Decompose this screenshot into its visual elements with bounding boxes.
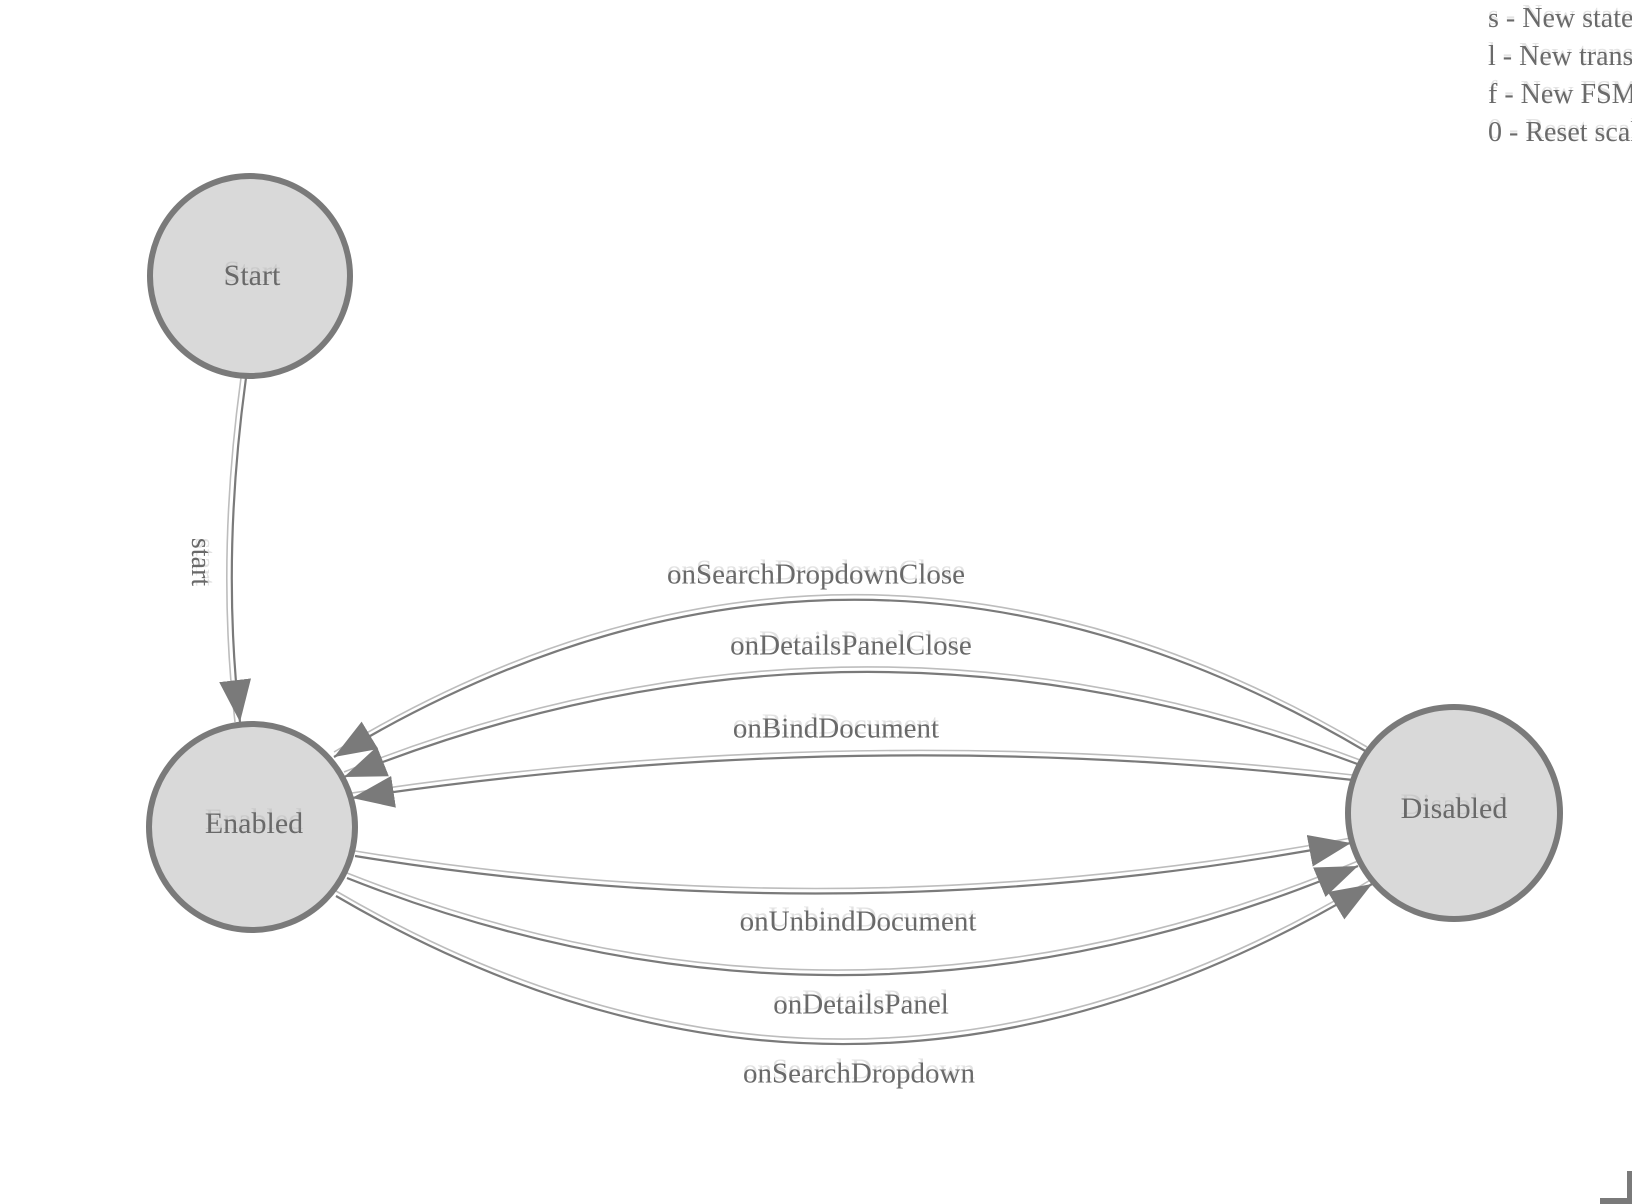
edge-on-search-dropdown-label[interactable]: onSearchDropdown xyxy=(743,1057,975,1090)
node-start-label: Start xyxy=(223,259,281,292)
node-disabled-circle[interactable] xyxy=(1345,704,1563,922)
edge-on-unbind-document-label[interactable]: onUnbindDocument xyxy=(739,905,977,938)
edge-on-unbind-document[interactable] xyxy=(354,835,1352,895)
edge-on-details-panel[interactable] xyxy=(346,860,1359,977)
node-enabled-label: Enabled xyxy=(204,807,304,840)
legend-line-new-fsm: f - New FSM xyxy=(1488,79,1632,110)
edge-start[interactable] xyxy=(219,377,252,723)
edge-on-details-panel-close[interactable] xyxy=(343,666,1361,779)
edge-on-details-panel-close-label[interactable]: onDetailsPanelClose xyxy=(730,629,972,662)
edge-start-label[interactable]: start xyxy=(185,537,216,587)
node-enabled-circle[interactable] xyxy=(146,721,358,933)
bottom-right-corner-mark xyxy=(1600,1171,1632,1204)
legend-line-new-state: s - New state xyxy=(1488,3,1632,34)
hotkey-legend: s - New state l - New transition f - New… xyxy=(1488,0,1632,152)
edge-on-bind-document-label[interactable]: onBindDocument xyxy=(732,712,940,745)
legend-line-reset-scale: 0 - Reset scale xyxy=(1488,117,1632,148)
edge-on-search-dropdown[interactable] xyxy=(335,878,1373,1046)
edge-on-search-dropdown-close[interactable] xyxy=(333,593,1368,758)
node-start-circle[interactable] xyxy=(147,173,353,379)
edge-on-bind-document[interactable] xyxy=(351,749,1354,808)
node-disabled-label: Disabled xyxy=(1400,792,1508,825)
edge-on-search-dropdown-close-label[interactable]: onSearchDropdownClose xyxy=(666,558,966,591)
legend-line-new-transition: l - New transition xyxy=(1488,41,1632,72)
edge-on-details-panel-label[interactable]: onDetailsPanel xyxy=(773,988,949,1021)
